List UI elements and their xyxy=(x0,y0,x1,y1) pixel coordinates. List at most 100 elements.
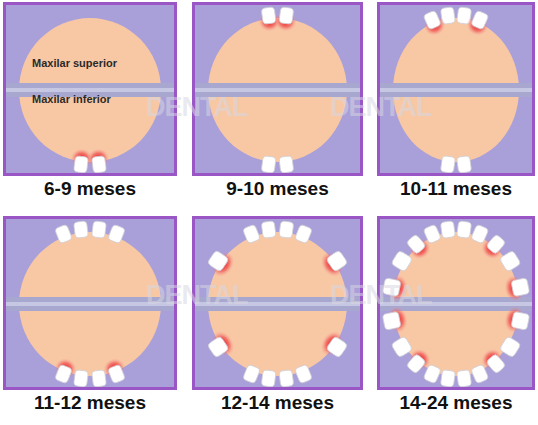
erupting-gum xyxy=(405,234,435,264)
tooth-crown xyxy=(511,311,530,330)
tooth-crown xyxy=(207,336,229,358)
watermark-text: DENTAL xyxy=(146,92,248,122)
tooth xyxy=(316,245,351,281)
tooth-crown xyxy=(511,278,530,297)
tooth xyxy=(419,8,449,39)
tooth xyxy=(477,344,509,377)
watermark-text: DENTAL xyxy=(330,92,432,122)
tooth-crown xyxy=(406,234,426,255)
tooth-crown xyxy=(406,353,426,374)
tooth xyxy=(499,336,521,358)
tooth-crown xyxy=(471,10,489,30)
tooth xyxy=(391,336,413,358)
tooth xyxy=(204,327,239,363)
tooth xyxy=(204,245,239,281)
jaw-divider-line xyxy=(380,88,532,92)
tooth xyxy=(279,370,294,387)
tooth xyxy=(440,156,455,173)
erupting-gum xyxy=(316,327,348,361)
tooth-crown xyxy=(423,10,441,30)
tooth-crown xyxy=(486,234,506,255)
tooth-crown xyxy=(279,370,294,387)
tooth-crown xyxy=(326,336,348,358)
tooth-crown xyxy=(457,370,472,387)
tooth xyxy=(86,147,111,173)
tooth xyxy=(457,221,472,239)
tooth xyxy=(50,355,79,385)
watermark: DENTAL xyxy=(330,92,432,123)
tooth xyxy=(316,327,351,363)
tooth-crown xyxy=(279,156,294,173)
tooth-crown xyxy=(261,156,276,173)
stage-panel: 6-9 meses xyxy=(3,2,177,176)
watermark: DENTAL xyxy=(330,280,432,311)
watermark-text: DENTAL xyxy=(146,280,248,310)
stage-panel: 9-10 meses xyxy=(192,2,363,176)
tooth xyxy=(391,250,413,272)
tooth xyxy=(279,156,294,173)
tooth xyxy=(55,224,73,244)
watermark: DENTAL xyxy=(146,280,248,311)
tooth-crown xyxy=(261,7,276,25)
tooth xyxy=(242,224,260,244)
tooth xyxy=(502,304,531,335)
tooth xyxy=(499,250,521,272)
tooth-crown xyxy=(92,156,107,173)
tooth xyxy=(261,370,276,387)
erupting-gum xyxy=(477,234,507,264)
erupting-gum xyxy=(477,344,507,374)
tooth xyxy=(440,370,455,387)
tooth-crown xyxy=(108,364,126,384)
tooth-crown xyxy=(242,224,260,244)
tooth-crown xyxy=(92,221,107,238)
tooth xyxy=(100,355,129,385)
jaw-label: Maxilar inferior xyxy=(32,93,111,105)
tooth-crown xyxy=(457,221,472,239)
age-caption: 11-12 meses xyxy=(0,392,194,414)
tooth xyxy=(295,224,313,244)
erupting-gum xyxy=(316,248,348,282)
tooth-crown xyxy=(391,336,413,358)
mouth-illustration xyxy=(195,5,360,173)
tooth xyxy=(403,344,435,377)
erupting-gum xyxy=(207,327,239,361)
tooth xyxy=(92,221,107,238)
tooth-crown xyxy=(499,336,521,358)
tooth xyxy=(279,221,294,239)
tooth-crown xyxy=(440,156,455,173)
tooth-crown xyxy=(391,250,413,272)
tooth-crown xyxy=(486,353,506,374)
stage-panel: 10-11 meses xyxy=(377,2,535,176)
mouth-illustration xyxy=(380,5,532,173)
tooth xyxy=(108,224,126,244)
tooth xyxy=(295,364,313,384)
age-caption: 14-24 meses xyxy=(360,392,538,414)
jaw-label: Maxilar superior xyxy=(32,57,117,69)
tooth-crown xyxy=(108,224,126,244)
tooth-crown xyxy=(457,156,472,173)
tooth-crown xyxy=(279,221,294,239)
tooth-crown xyxy=(440,221,455,239)
tooth xyxy=(273,6,298,33)
age-caption: 9-10 meses xyxy=(175,178,380,200)
tooth xyxy=(242,364,260,384)
tooth xyxy=(261,156,276,173)
tooth-crown xyxy=(55,224,73,244)
tooth-crown xyxy=(326,250,348,272)
tooth-crown xyxy=(440,370,455,387)
tooth xyxy=(440,221,455,239)
jaw-divider-line xyxy=(6,88,174,92)
tooth-crown xyxy=(295,224,313,244)
tooth-crown xyxy=(74,221,89,238)
tooth-crown xyxy=(55,364,73,384)
tooth-crown xyxy=(242,364,260,384)
mouth-illustration xyxy=(6,5,174,173)
erupting-gum xyxy=(405,344,435,374)
tooth xyxy=(261,221,276,239)
tooth-crown xyxy=(74,156,89,173)
age-caption: 12-14 meses xyxy=(175,392,380,414)
erupting-gum xyxy=(207,248,239,282)
tooth-crown xyxy=(295,364,313,384)
tooth-crown xyxy=(261,221,276,239)
